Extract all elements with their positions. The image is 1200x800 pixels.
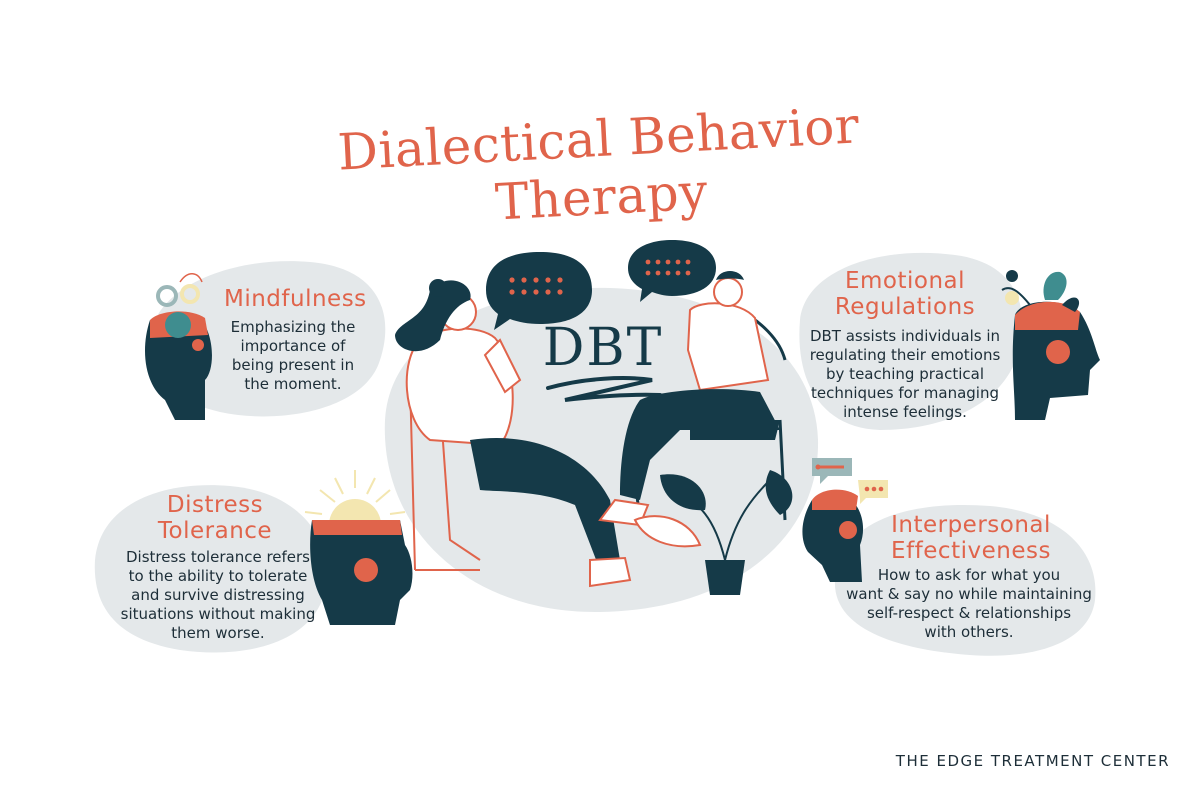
interpersonal-desc-line: want & say no while maintaining: [846, 585, 1092, 603]
interpersonal-description: How to ask for what you want & say no wh…: [838, 566, 1100, 642]
distress-blob: [94, 485, 327, 653]
interpersonal-heading: Interpersonal Effectiveness: [876, 512, 1066, 564]
emotional-description: DBT assists individuals in regulating th…: [800, 327, 1010, 422]
distress-head-icon: [304, 470, 413, 625]
mindfulness-desc-line: Emphasizing the: [230, 318, 356, 336]
emotional-desc-line: intense feelings.: [843, 403, 967, 421]
mindfulness-description: Emphasizing the importance of being pres…: [218, 318, 368, 394]
interpersonal-desc-line: self-respect & relationships: [866, 604, 1072, 622]
emotional-head-icon: [1001, 270, 1100, 420]
emotional-blob: [799, 252, 1023, 430]
distress-heading: Distress Tolerance: [140, 492, 290, 544]
distress-desc-line: Distress tolerance refers: [126, 548, 310, 566]
distress-desc-line: and survive distressing: [131, 586, 305, 604]
emotional-desc-line: by teaching practical: [826, 365, 984, 383]
speech-bubble-right-icon: [628, 240, 716, 302]
mindfulness-desc-line: importance of: [240, 337, 346, 355]
dbt-underline-icon: [546, 376, 662, 402]
mindfulness-desc-line: the moment.: [244, 375, 342, 393]
man-figure-icon: [598, 271, 787, 527]
mindfulness-heading: Mindfulness: [224, 286, 367, 312]
plant-icon: [633, 470, 793, 595]
dbt-badge: DBT: [542, 318, 664, 378]
emotional-heading-line: Emotional: [844, 268, 966, 294]
speech-bubble-left-icon: [486, 252, 592, 330]
interpersonal-blob: [834, 504, 1096, 656]
emotional-heading-line: Regulations: [834, 294, 976, 320]
distress-description: Distress tolerance refers to the ability…: [108, 548, 328, 643]
distress-desc-line: situations without making: [120, 605, 316, 623]
woman-figure-icon: [395, 279, 632, 588]
interpersonal-heading-line: Effectiveness: [891, 538, 1051, 564]
interpersonal-desc-line: with others.: [924, 623, 1014, 641]
emotional-desc-line: techniques for managing: [811, 384, 999, 402]
interpersonal-heading-line: Interpersonal: [891, 512, 1051, 538]
mindfulness-desc-line: being present in: [231, 356, 355, 374]
mindfulness-blob: [149, 261, 386, 417]
distress-heading-line: Tolerance: [157, 518, 273, 544]
brand-footer: THE EDGE TREATMENT CENTER: [895, 752, 1170, 770]
interpersonal-desc-line: How to ask for what you: [877, 566, 1061, 584]
distress-desc-line: them worse.: [171, 624, 265, 642]
mindfulness-head-icon: [145, 273, 212, 420]
distress-heading-line: Distress: [166, 492, 264, 518]
distress-desc-line: to the ability to tolerate: [128, 567, 308, 585]
emotional-desc-line: DBT assists individuals in: [809, 327, 1001, 345]
interpersonal-head-icon: [802, 458, 888, 582]
emotional-heading: Emotional Regulations: [820, 268, 990, 320]
emotional-desc-line: regulating their emotions: [809, 346, 1001, 364]
